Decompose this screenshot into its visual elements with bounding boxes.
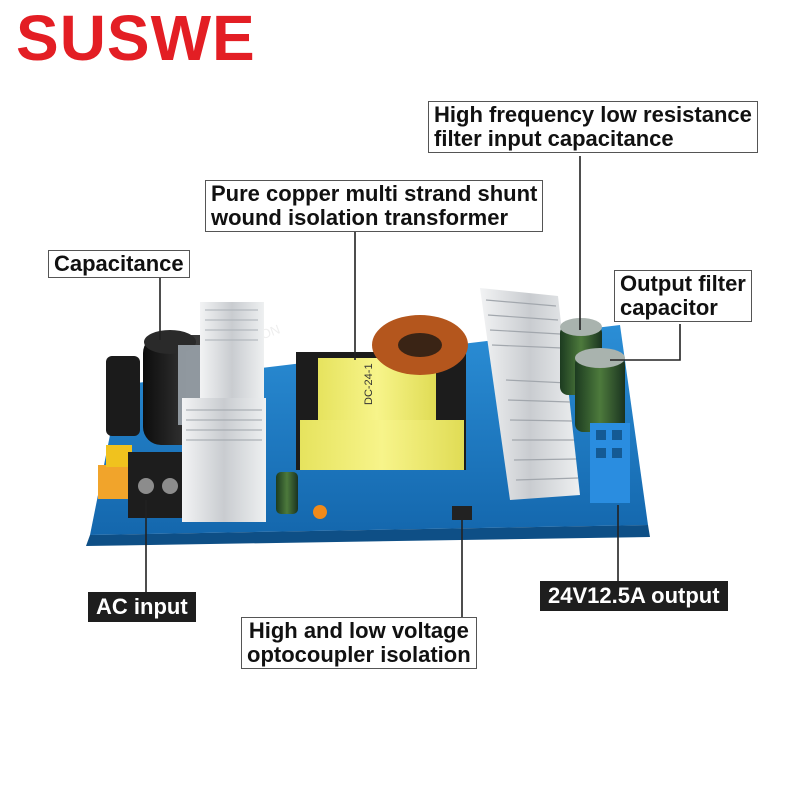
output-capacitor-2 bbox=[575, 356, 625, 432]
label-input-capacitance: High frequency low resistance filter inp… bbox=[428, 101, 758, 153]
left-heatsink-front bbox=[182, 398, 266, 522]
orange-component bbox=[313, 505, 327, 519]
transformer-tape-top bbox=[300, 420, 464, 470]
output-terminal-screws bbox=[596, 430, 622, 458]
toroid-hole bbox=[398, 333, 442, 357]
label-transformer: Pure copper multi strand shunt wound iso… bbox=[205, 180, 544, 232]
terminal-screw bbox=[138, 478, 154, 494]
leader-output-cap bbox=[610, 324, 681, 361]
left-heatsink-fins bbox=[205, 309, 258, 341]
brand-logo: SUSWE bbox=[16, 2, 256, 74]
output-capacitor-1-top bbox=[560, 318, 602, 336]
optocoupler-chip bbox=[452, 506, 472, 520]
label-output-filter-capacitor: Output filter capacitor bbox=[614, 270, 752, 322]
input-fuse bbox=[106, 356, 140, 436]
right-heatsink bbox=[480, 288, 580, 500]
label-output: 24V12.5A output bbox=[540, 581, 728, 611]
label-optocoupler: High and low voltage optocoupler isolati… bbox=[241, 617, 477, 669]
right-heatsink-fins bbox=[485, 299, 579, 481]
input-resistor-orange bbox=[98, 465, 128, 499]
transformer-marking: DC-24-1 bbox=[363, 363, 375, 405]
label-capacitance: Capacitance bbox=[48, 250, 190, 278]
pcb-edge bbox=[86, 525, 650, 546]
left-front-fins bbox=[186, 409, 262, 441]
output-capacitor-2-top bbox=[575, 348, 625, 368]
small-capacitor bbox=[276, 472, 298, 514]
input-resistor-yellow bbox=[106, 445, 132, 467]
terminal-screw bbox=[162, 478, 178, 494]
label-ac-input: AC input bbox=[88, 592, 196, 622]
